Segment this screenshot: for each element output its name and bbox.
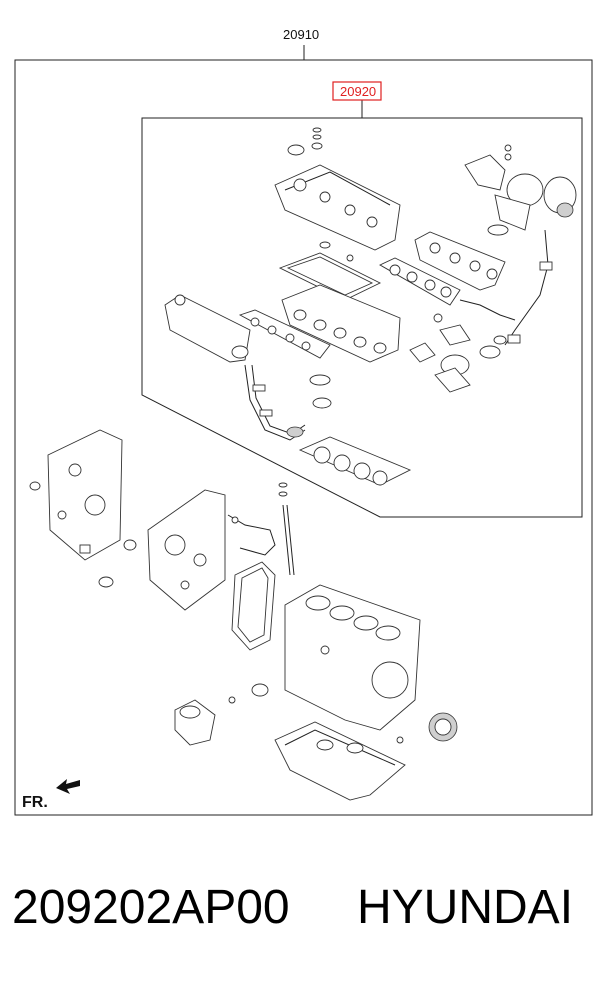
turbo-oil-lines — [433, 229, 553, 346]
intake-manifold — [164, 294, 251, 363]
caption-part-number: 209202AP00 — [12, 881, 290, 934]
timing-chain-cover — [29, 429, 137, 588]
front-case-gasket — [227, 514, 276, 556]
thermostat-housing — [174, 683, 269, 746]
oil-level-gauge-tube — [278, 482, 295, 576]
outer-assembly-label: 20910 — [283, 27, 320, 42]
oil-pump-gasket — [231, 561, 276, 651]
intake-manifold-gasket — [238, 309, 331, 359]
exhaust-manifold-gasket — [379, 257, 461, 306]
rear-oil-seal — [428, 712, 458, 742]
top-seal-rings — [287, 127, 323, 156]
cylinder-head — [281, 284, 401, 363]
outer-assembly-frame — [14, 59, 593, 816]
exhaust-manifold — [414, 231, 506, 291]
cylinder-head-cover — [274, 164, 401, 251]
front-case — [147, 489, 226, 611]
front-direction-arrow-icon — [56, 779, 80, 794]
caption-brand: HYUNDAI — [357, 881, 574, 934]
inner-assembly-frame — [141, 117, 583, 518]
coolant-outlet-parts — [409, 324, 507, 393]
oil-pan — [274, 721, 406, 801]
front-direction-label: FR. — [22, 794, 48, 811]
egr-pipe — [244, 364, 332, 441]
turbocharger — [464, 144, 577, 236]
cylinder-head-gasket — [298, 436, 412, 486]
inner-assembly-label[interactable]: 20920 — [340, 84, 377, 99]
inner-assembly-highlight — [332, 81, 382, 101]
cylinder-block — [284, 584, 421, 731]
